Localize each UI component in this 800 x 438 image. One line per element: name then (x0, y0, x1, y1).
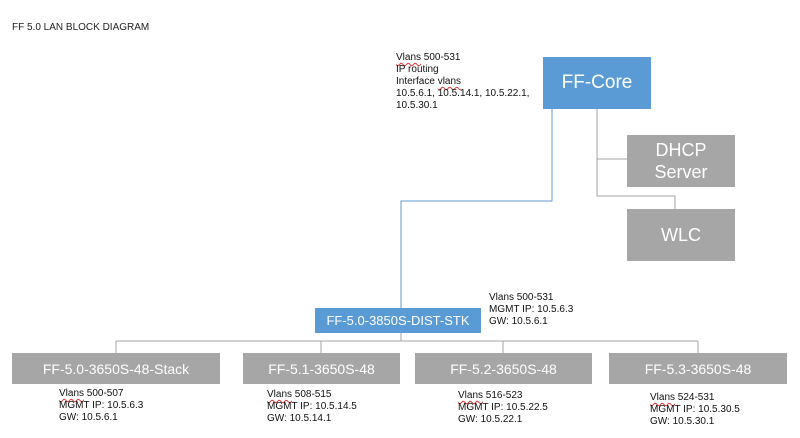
link-core-dhcp (596, 109, 627, 160)
access-note-3-vlans-range: 524-531 (675, 392, 715, 403)
access-switch-label-3: FF-5.3-3650S-48 (644, 360, 752, 377)
access-note-3-mgmt: MGMT IP: 10.5.30.5 (650, 404, 740, 415)
core-note-routing: IP routing (396, 64, 439, 75)
access-note-2-vlans-word: Vlans (458, 390, 484, 401)
wlc-node: WLC (627, 209, 735, 261)
core-switch-label: FF-Core (561, 72, 633, 93)
access-switch-node-0: FF-5.0-3650S-48-Stack (12, 353, 220, 384)
access-note-0-mgmt: MGMT IP: 10.5.6.3 (59, 400, 144, 411)
distribution-switch-label: FF-5.0-3850S-DIST-STK (326, 313, 470, 328)
access-switch-label-1: FF-5.1-3650S-48 (268, 360, 375, 377)
dist-note-vlans: Vlans 500-531 (489, 292, 554, 303)
access-switch-node-3: FF-5.3-3650S-48 (609, 353, 787, 384)
link-core-dist (400, 109, 553, 308)
dist-note-mgmt: MGMT IP: 10.5.6.3 (489, 304, 574, 315)
access-note-2-gw: GW: 10.5.22.1 (458, 414, 523, 425)
access-note-0-gw: GW: 10.5.6.1 (59, 412, 118, 423)
core-note-iface-prefix: Interface (396, 76, 438, 87)
access-note-2-mgmt: MGMT IP: 10.5.22.5 (458, 402, 548, 413)
link-core-wlc (596, 159, 676, 209)
access-switch-label-0: FF-5.0-3650S-48-Stack (42, 360, 190, 377)
access-note-0-vlans-range: 500-507 (84, 388, 124, 399)
dhcp-label-line2: Server (654, 162, 708, 182)
access-note-1-mgmt: MGMT IP: 10.5.14.5 (267, 401, 357, 412)
access-note-3-gw: GW: 10.5.30.1 (650, 416, 715, 427)
access-note-1-vlans-word: Vlans (267, 389, 293, 400)
access-switch-label-2: FF-5.2-3650S-48 (450, 360, 557, 377)
access-note-3-vlans-word: Vlans (650, 392, 676, 403)
dist-note-gw: GW: 10.5.6.1 (489, 316, 548, 327)
access-note-1: Vlans 508-515 MGMT IP: 10.5.14.5 GW: 10.… (267, 389, 357, 425)
core-note-vlans-range: 500-531 (421, 52, 461, 63)
access-switch-node-1: FF-5.1-3650S-48 (243, 353, 400, 384)
access-note-2-vlans-range: 516-523 (483, 390, 523, 401)
wlc-label: WLC (661, 224, 701, 245)
access-note-0-vlans-word: Vlans (59, 388, 85, 399)
access-note-1-gw: GW: 10.5.14.1 (267, 413, 332, 424)
core-switch-node: FF-Core (543, 57, 651, 109)
core-note-ips-1: 10.5.6.1, 10.5.14.1, 10.5.22.1, (396, 88, 530, 99)
core-note-ips-2: 10.5.30.1 (396, 100, 438, 111)
dhcp-label-line1: DHCP (655, 140, 707, 160)
diagram-title: FF 5.0 LAN BLOCK DIAGRAM (12, 22, 150, 33)
dhcp-server-node: DHCP Server (627, 135, 735, 187)
access-note-2: Vlans 516-523 MGMT IP: 10.5.22.5 GW: 10.… (458, 390, 548, 426)
access-switch-node-2: FF-5.2-3650S-48 (415, 353, 592, 384)
core-note: Vlans 500-531 IP routing Interface vlans… (396, 52, 529, 112)
access-note-0: Vlans 500-507 MGMT IP: 10.5.6.3 GW: 10.5… (59, 388, 143, 424)
core-note-iface-word: vlans (437, 76, 462, 87)
access-note-3: Vlans 524-531 MGMT IP: 10.5.30.5 GW: 10.… (650, 392, 740, 428)
core-note-vlans-word: Vlans (396, 52, 422, 63)
access-note-1-vlans-range: 508-515 (292, 389, 332, 400)
dist-note: Vlans 500-531 MGMT IP: 10.5.6.3 GW: 10.5… (489, 292, 573, 328)
distribution-switch-node: FF-5.0-3850S-DIST-STK (315, 308, 481, 333)
